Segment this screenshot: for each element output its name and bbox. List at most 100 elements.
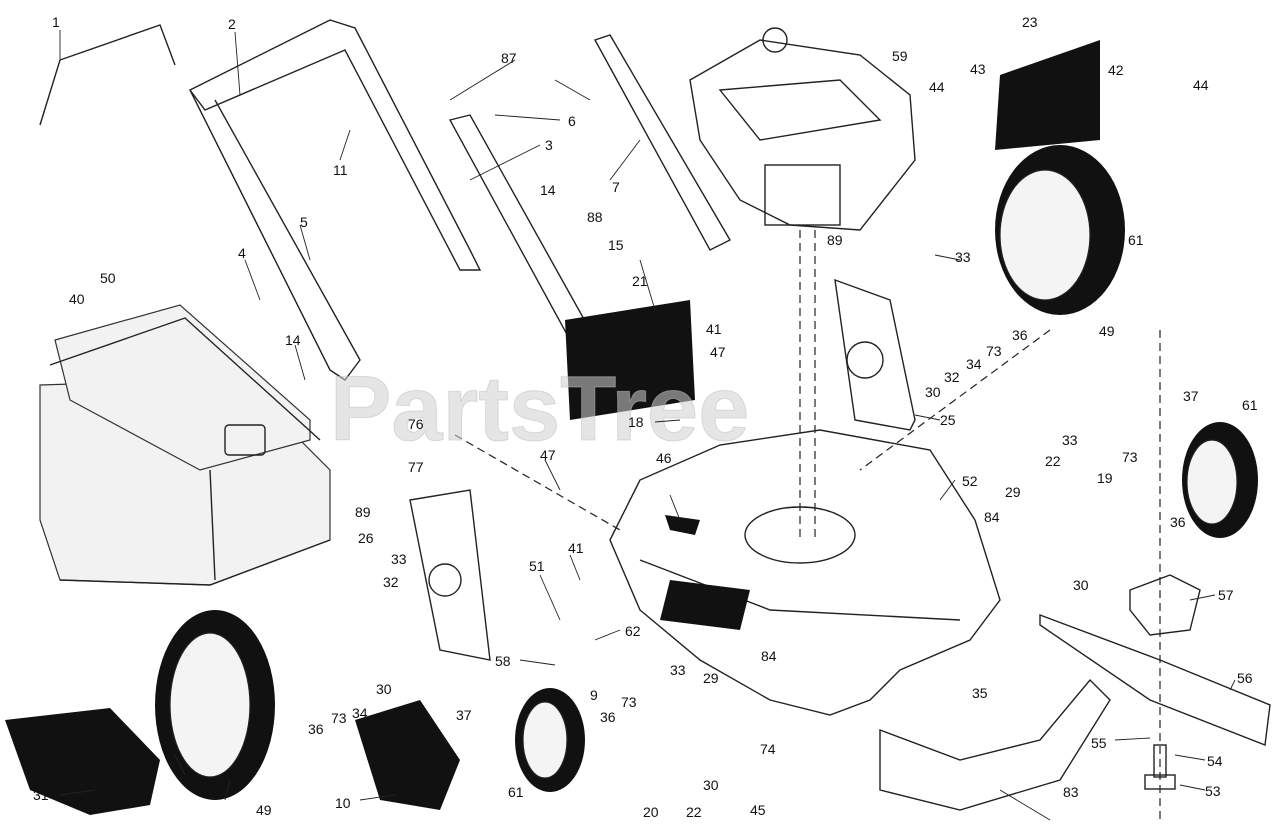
part-label-87[interactable]: 87 <box>501 50 517 66</box>
part-label-22-right[interactable]: 22 <box>1045 453 1061 469</box>
part-label-84-right[interactable]: 84 <box>984 509 1000 525</box>
upper-handle[interactable] <box>188 19 482 381</box>
part-label-2[interactable]: 2 <box>228 16 236 32</box>
part-label-14-bottom[interactable]: 14 <box>285 332 301 348</box>
part-label-73-c[interactable]: 73 <box>331 710 347 726</box>
part-label-10[interactable]: 10 <box>335 795 351 811</box>
part-label-47-top[interactable]: 47 <box>710 344 726 360</box>
part-label-62[interactable]: 62 <box>625 623 641 639</box>
part-label-30-a[interactable]: 30 <box>925 384 941 400</box>
part-label-54[interactable]: 54 <box>1207 753 1223 769</box>
part-label-15[interactable]: 15 <box>608 237 624 253</box>
rear-right-wheel[interactable] <box>995 145 1125 315</box>
part-label-37-left[interactable]: 37 <box>456 707 472 723</box>
part-label-50[interactable]: 50 <box>100 270 116 286</box>
part-label-25[interactable]: 25 <box>940 412 956 428</box>
part-label-61-c[interactable]: 61 <box>175 765 191 781</box>
part-label-18[interactable]: 18 <box>628 414 644 430</box>
part-label-59[interactable]: 59 <box>892 48 908 64</box>
engine[interactable] <box>689 27 916 231</box>
grass-bag[interactable] <box>39 304 331 586</box>
control-bar[interactable] <box>39 24 176 126</box>
part-label-43[interactable]: 43 <box>970 61 986 77</box>
part-label-6[interactable]: 6 <box>568 113 576 129</box>
part-label-29-bottom[interactable]: 29 <box>703 670 719 686</box>
part-label-41-top[interactable]: 41 <box>706 321 722 337</box>
part-label-34-right[interactable]: 34 <box>966 356 982 372</box>
discharge-plug[interactable] <box>355 700 460 810</box>
part-label-22-bottom[interactable]: 22 <box>686 804 702 820</box>
side-discharge-chute[interactable] <box>5 708 160 815</box>
part-label-61-d[interactable]: 61 <box>508 784 524 800</box>
mower-deck[interactable] <box>609 429 1001 716</box>
part-label-14-top[interactable]: 14 <box>540 182 556 198</box>
mulch-guard[interactable] <box>995 40 1100 150</box>
blade-bolt[interactable] <box>1144 744 1176 790</box>
part-label-57[interactable]: 57 <box>1218 587 1234 603</box>
blade-adapter[interactable] <box>1129 574 1201 636</box>
part-label-36-a[interactable]: 36 <box>1012 327 1028 343</box>
part-label-77[interactable]: 77 <box>408 459 424 475</box>
part-label-49-left[interactable]: 49 <box>256 802 272 818</box>
part-label-89-left[interactable]: 89 <box>355 504 371 520</box>
part-label-45[interactable]: 45 <box>750 802 766 818</box>
part-label-36-b[interactable]: 36 <box>1170 514 1186 530</box>
part-label-30-d[interactable]: 30 <box>703 777 719 793</box>
part-label-49-right[interactable]: 49 <box>1099 323 1115 339</box>
lower-handle[interactable] <box>448 34 731 341</box>
part-label-89-right[interactable]: 89 <box>827 232 843 248</box>
deck-baffle[interactable] <box>879 678 1111 811</box>
part-label-74[interactable]: 74 <box>760 741 776 757</box>
part-label-76[interactable]: 76 <box>408 416 424 432</box>
part-label-30-c[interactable]: 30 <box>376 681 392 697</box>
part-label-44-right[interactable]: 44 <box>1193 77 1209 93</box>
part-label-29-right[interactable]: 29 <box>1005 484 1021 500</box>
right-height-adjuster[interactable] <box>834 278 916 431</box>
part-label-44-left[interactable]: 44 <box>929 79 945 95</box>
part-label-84-bottom[interactable]: 84 <box>761 648 777 664</box>
part-label-73-d[interactable]: 73 <box>621 694 637 710</box>
front-left-wheel[interactable] <box>515 688 585 792</box>
part-label-33-a[interactable]: 33 <box>955 249 971 265</box>
part-label-61-b[interactable]: 61 <box>1242 397 1258 413</box>
part-label-58[interactable]: 58 <box>495 653 511 669</box>
part-label-4[interactable]: 4 <box>238 245 246 261</box>
part-label-32-left[interactable]: 32 <box>383 574 399 590</box>
part-label-52[interactable]: 52 <box>962 473 978 489</box>
part-label-83[interactable]: 83 <box>1063 784 1079 800</box>
part-label-73-a[interactable]: 73 <box>986 343 1002 359</box>
part-label-41-bottom[interactable]: 41 <box>568 540 584 556</box>
part-label-37-right[interactable]: 37 <box>1183 388 1199 404</box>
part-label-47-bottom[interactable]: 47 <box>540 447 556 463</box>
part-label-26[interactable]: 26 <box>358 530 374 546</box>
part-label-20[interactable]: 20 <box>643 804 659 820</box>
part-label-34-left[interactable]: 34 <box>352 705 368 721</box>
part-label-55[interactable]: 55 <box>1091 735 1107 751</box>
part-label-42[interactable]: 42 <box>1108 62 1124 78</box>
rear-left-wheel[interactable] <box>155 610 275 800</box>
part-label-36-d[interactable]: 36 <box>600 709 616 725</box>
part-label-5[interactable]: 5 <box>300 214 308 230</box>
part-label-33-c[interactable]: 33 <box>391 551 407 567</box>
part-label-31[interactable]: 31 <box>33 787 49 803</box>
part-label-3[interactable]: 3 <box>545 137 553 153</box>
rear-flap[interactable] <box>565 300 695 420</box>
part-label-33-d[interactable]: 33 <box>670 662 686 678</box>
blade[interactable] <box>1039 613 1271 746</box>
part-label-21[interactable]: 21 <box>632 273 648 289</box>
part-label-36-c[interactable]: 36 <box>308 721 324 737</box>
part-label-9[interactable]: 9 <box>590 687 598 703</box>
part-label-56[interactable]: 56 <box>1237 670 1253 686</box>
part-label-1[interactable]: 1 <box>52 14 60 30</box>
part-label-35[interactable]: 35 <box>972 685 988 701</box>
part-label-30-b[interactable]: 30 <box>1073 577 1089 593</box>
front-right-wheel[interactable] <box>1182 422 1258 538</box>
part-label-11[interactable]: 11 <box>333 162 348 178</box>
part-label-73-b[interactable]: 73 <box>1122 449 1138 465</box>
left-height-adjuster[interactable] <box>409 489 491 661</box>
part-label-33-b[interactable]: 33 <box>1062 432 1078 448</box>
part-label-19[interactable]: 19 <box>1097 470 1113 486</box>
part-label-46[interactable]: 46 <box>656 450 672 466</box>
part-label-40[interactable]: 40 <box>69 291 85 307</box>
part-label-23[interactable]: 23 <box>1022 14 1038 30</box>
